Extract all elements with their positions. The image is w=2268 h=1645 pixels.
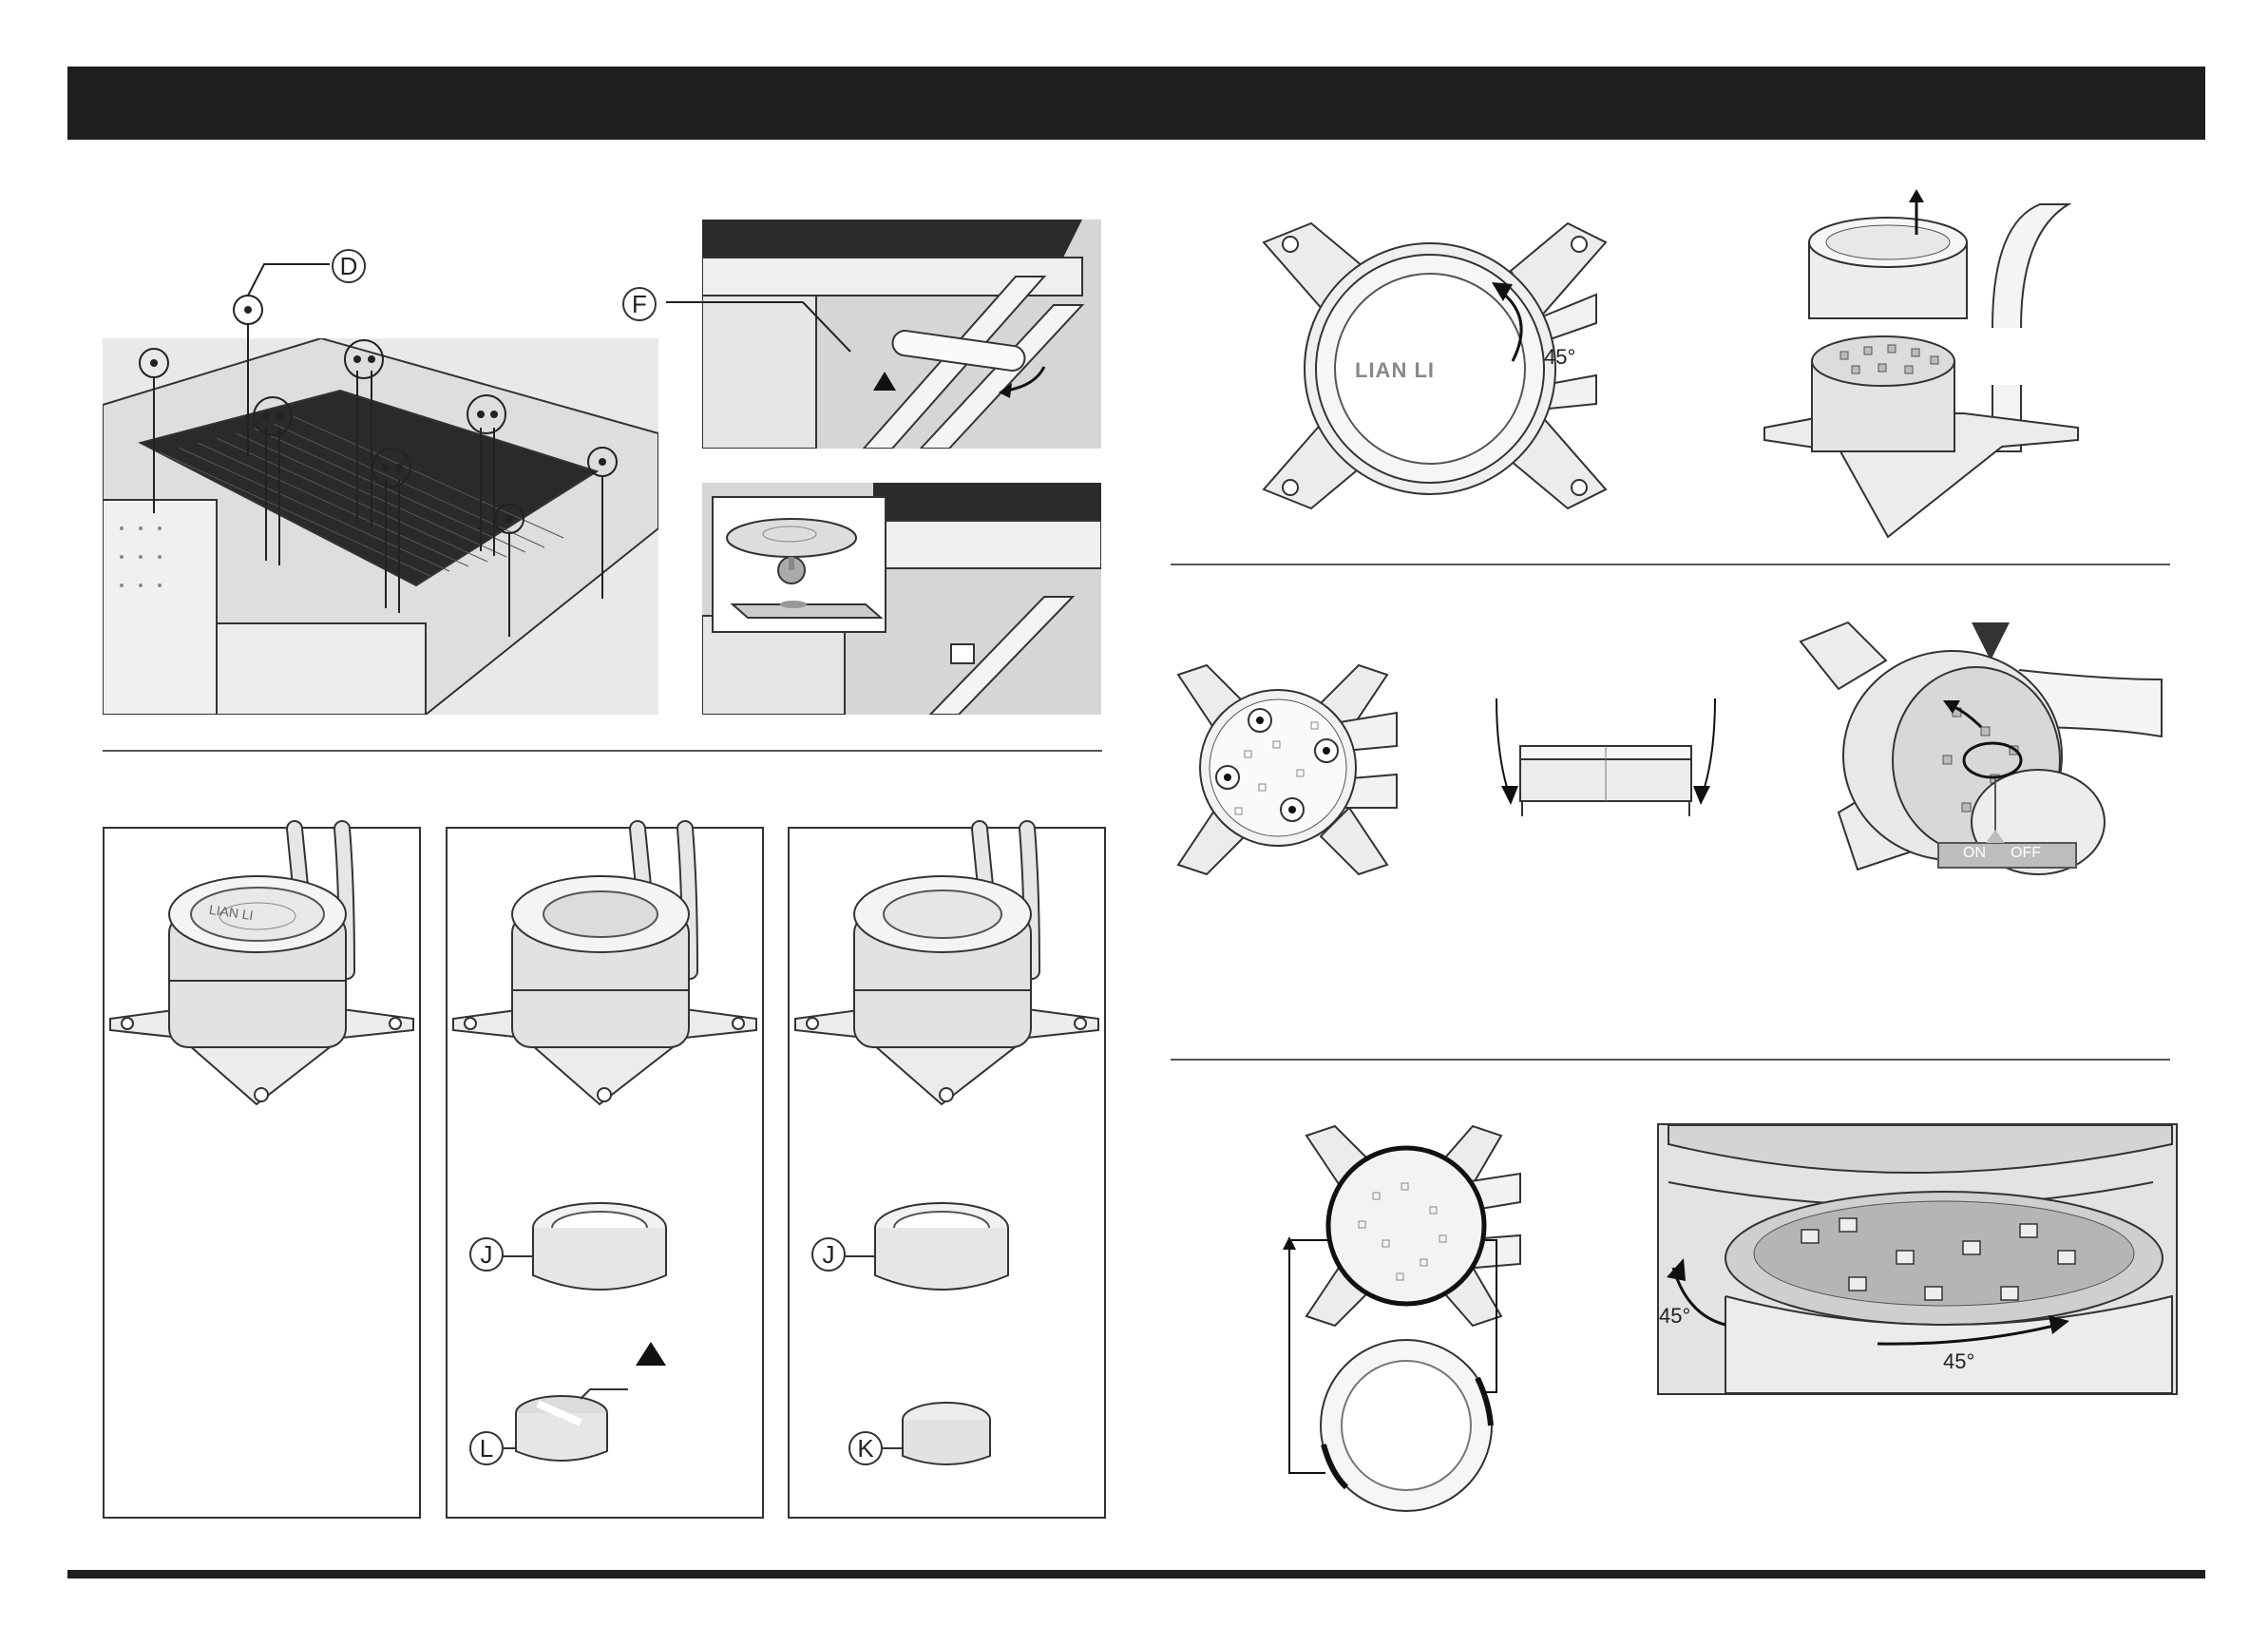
header-bar — [67, 67, 2205, 140]
angle-label-pump: 45° — [1544, 345, 1575, 370]
panel-pump-variant-1 — [103, 827, 421, 1519]
callout-k: K — [848, 1431, 883, 1465]
divider-right-1 — [1171, 564, 2170, 565]
panel-pump-variant-3 — [788, 827, 1106, 1519]
pump-bottom-view-markers — [1178, 665, 1397, 874]
magnet-detail-box — [712, 496, 886, 633]
callout-d: D — [332, 249, 366, 283]
magnetic-mount-inset — [702, 483, 1101, 715]
pump-ring-alignment — [1278, 1126, 1525, 1516]
divider-right-2 — [1171, 1059, 2170, 1061]
footer-bar — [67, 1570, 2205, 1578]
callout-f: F — [622, 287, 657, 321]
panel-pump-variant-2 — [446, 827, 764, 1519]
pump-lift-cover — [1764, 195, 2087, 546]
switch-on-label: ON — [1963, 845, 1986, 862]
callout-f-leader — [632, 285, 822, 342]
callout-j-2: J — [811, 1237, 846, 1272]
pump-top-logo: LIAN LI — [1355, 358, 1435, 383]
angle-label-ring-left: 45° — [1659, 1304, 1690, 1329]
switch-off-label: OFF — [2011, 845, 2041, 862]
angle-label-ring-right: 45° — [1943, 1349, 1974, 1374]
ring-side-view — [1492, 698, 1720, 822]
ring-rotate-closeup — [1657, 1123, 2178, 1395]
callout-l: L — [469, 1431, 504, 1465]
divider-left — [103, 750, 1102, 752]
callout-j-1: J — [469, 1237, 504, 1272]
